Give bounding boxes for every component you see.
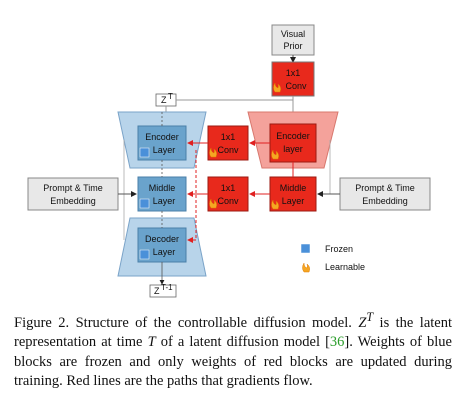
- frozen-decoder-label-2: Layer: [153, 247, 176, 257]
- snowflake-icon: [139, 198, 150, 209]
- mid-conv-1-label-1: 1x1: [221, 132, 236, 142]
- mid-conv-2-label-2: Conv: [217, 196, 239, 206]
- legend-flame-icon: [302, 262, 310, 273]
- visual-prior-label-2: Prior: [283, 41, 302, 51]
- frozen-middle-label-1: Middle: [149, 183, 176, 193]
- frozen-decoder-label-1: Decoder: [145, 234, 179, 244]
- latent-output-z: Z: [154, 286, 160, 296]
- caption-text-c: of a latent diffusion model [: [155, 334, 330, 351]
- flame-icon: [209, 198, 217, 209]
- figure-caption: Figure 2. Structure of the controllable …: [14, 308, 452, 392]
- prompt-right-label-1: Prompt & Time: [355, 183, 415, 193]
- frozen-encoder-label-2: Layer: [153, 145, 176, 155]
- caption-math-t: T: [366, 310, 374, 324]
- frozen-encoder-label-1: Encoder: [145, 132, 179, 142]
- legend-frozen-icon: [300, 243, 311, 254]
- prompt-left-label-2: Embedding: [50, 196, 96, 206]
- prompt-embedding-right-box: [339, 177, 431, 211]
- top-conv-label-1: 1x1: [286, 68, 301, 78]
- visual-prior-label-1: Visual: [281, 29, 305, 39]
- latent-output-box: [149, 284, 177, 298]
- learnable-encoder-label-1: Encoder: [276, 131, 310, 141]
- caption-label: Figure 2.: [14, 314, 70, 331]
- latent-input-z: Z: [161, 95, 167, 105]
- prompt-left-label-1: Prompt & Time: [43, 183, 103, 193]
- learnable-middle-label-2: Layer: [282, 196, 305, 206]
- flame-icon: [209, 147, 217, 158]
- snowflake-icon: [139, 249, 150, 260]
- caption-math-z: Z: [358, 314, 367, 331]
- flame-icon: [273, 82, 281, 93]
- diffusion-diagram: Visual Prior 1x1 Conv Z T Encoder Layer …: [27, 24, 431, 298]
- snowflake-icon: [139, 147, 150, 158]
- flame-icon: [271, 199, 279, 210]
- learnable-middle-label-1: Middle: [280, 183, 307, 193]
- caption-math-t2: T: [147, 334, 156, 351]
- latent-input-sup: T: [168, 92, 173, 101]
- legend-learnable-label: Learnable: [325, 262, 365, 272]
- caption-citation[interactable]: 36: [329, 334, 345, 351]
- prompt-embedding-left-box: [27, 177, 119, 211]
- top-conv-label-2: Conv: [285, 81, 307, 91]
- learnable-encoder-label-2: layer: [283, 144, 303, 154]
- frozen-middle-label-2: Layer: [153, 196, 176, 206]
- visual-prior-box: [271, 24, 315, 56]
- prompt-right-label-2: Embedding: [362, 196, 408, 206]
- caption-text-a: Structure of the controllable diffusion …: [69, 314, 359, 331]
- latent-output-sup: T-1: [161, 283, 173, 292]
- caption-text-b: is the latent representation at time: [14, 314, 453, 351]
- flame-icon: [271, 149, 279, 160]
- legend-frozen-label: Frozen: [325, 244, 353, 254]
- mid-conv-1-label-2: Conv: [217, 145, 239, 155]
- caption-text-d: ]. Weights of blue blocks are frozen and…: [14, 334, 452, 390]
- mid-conv-2-label-1: 1x1: [221, 183, 236, 193]
